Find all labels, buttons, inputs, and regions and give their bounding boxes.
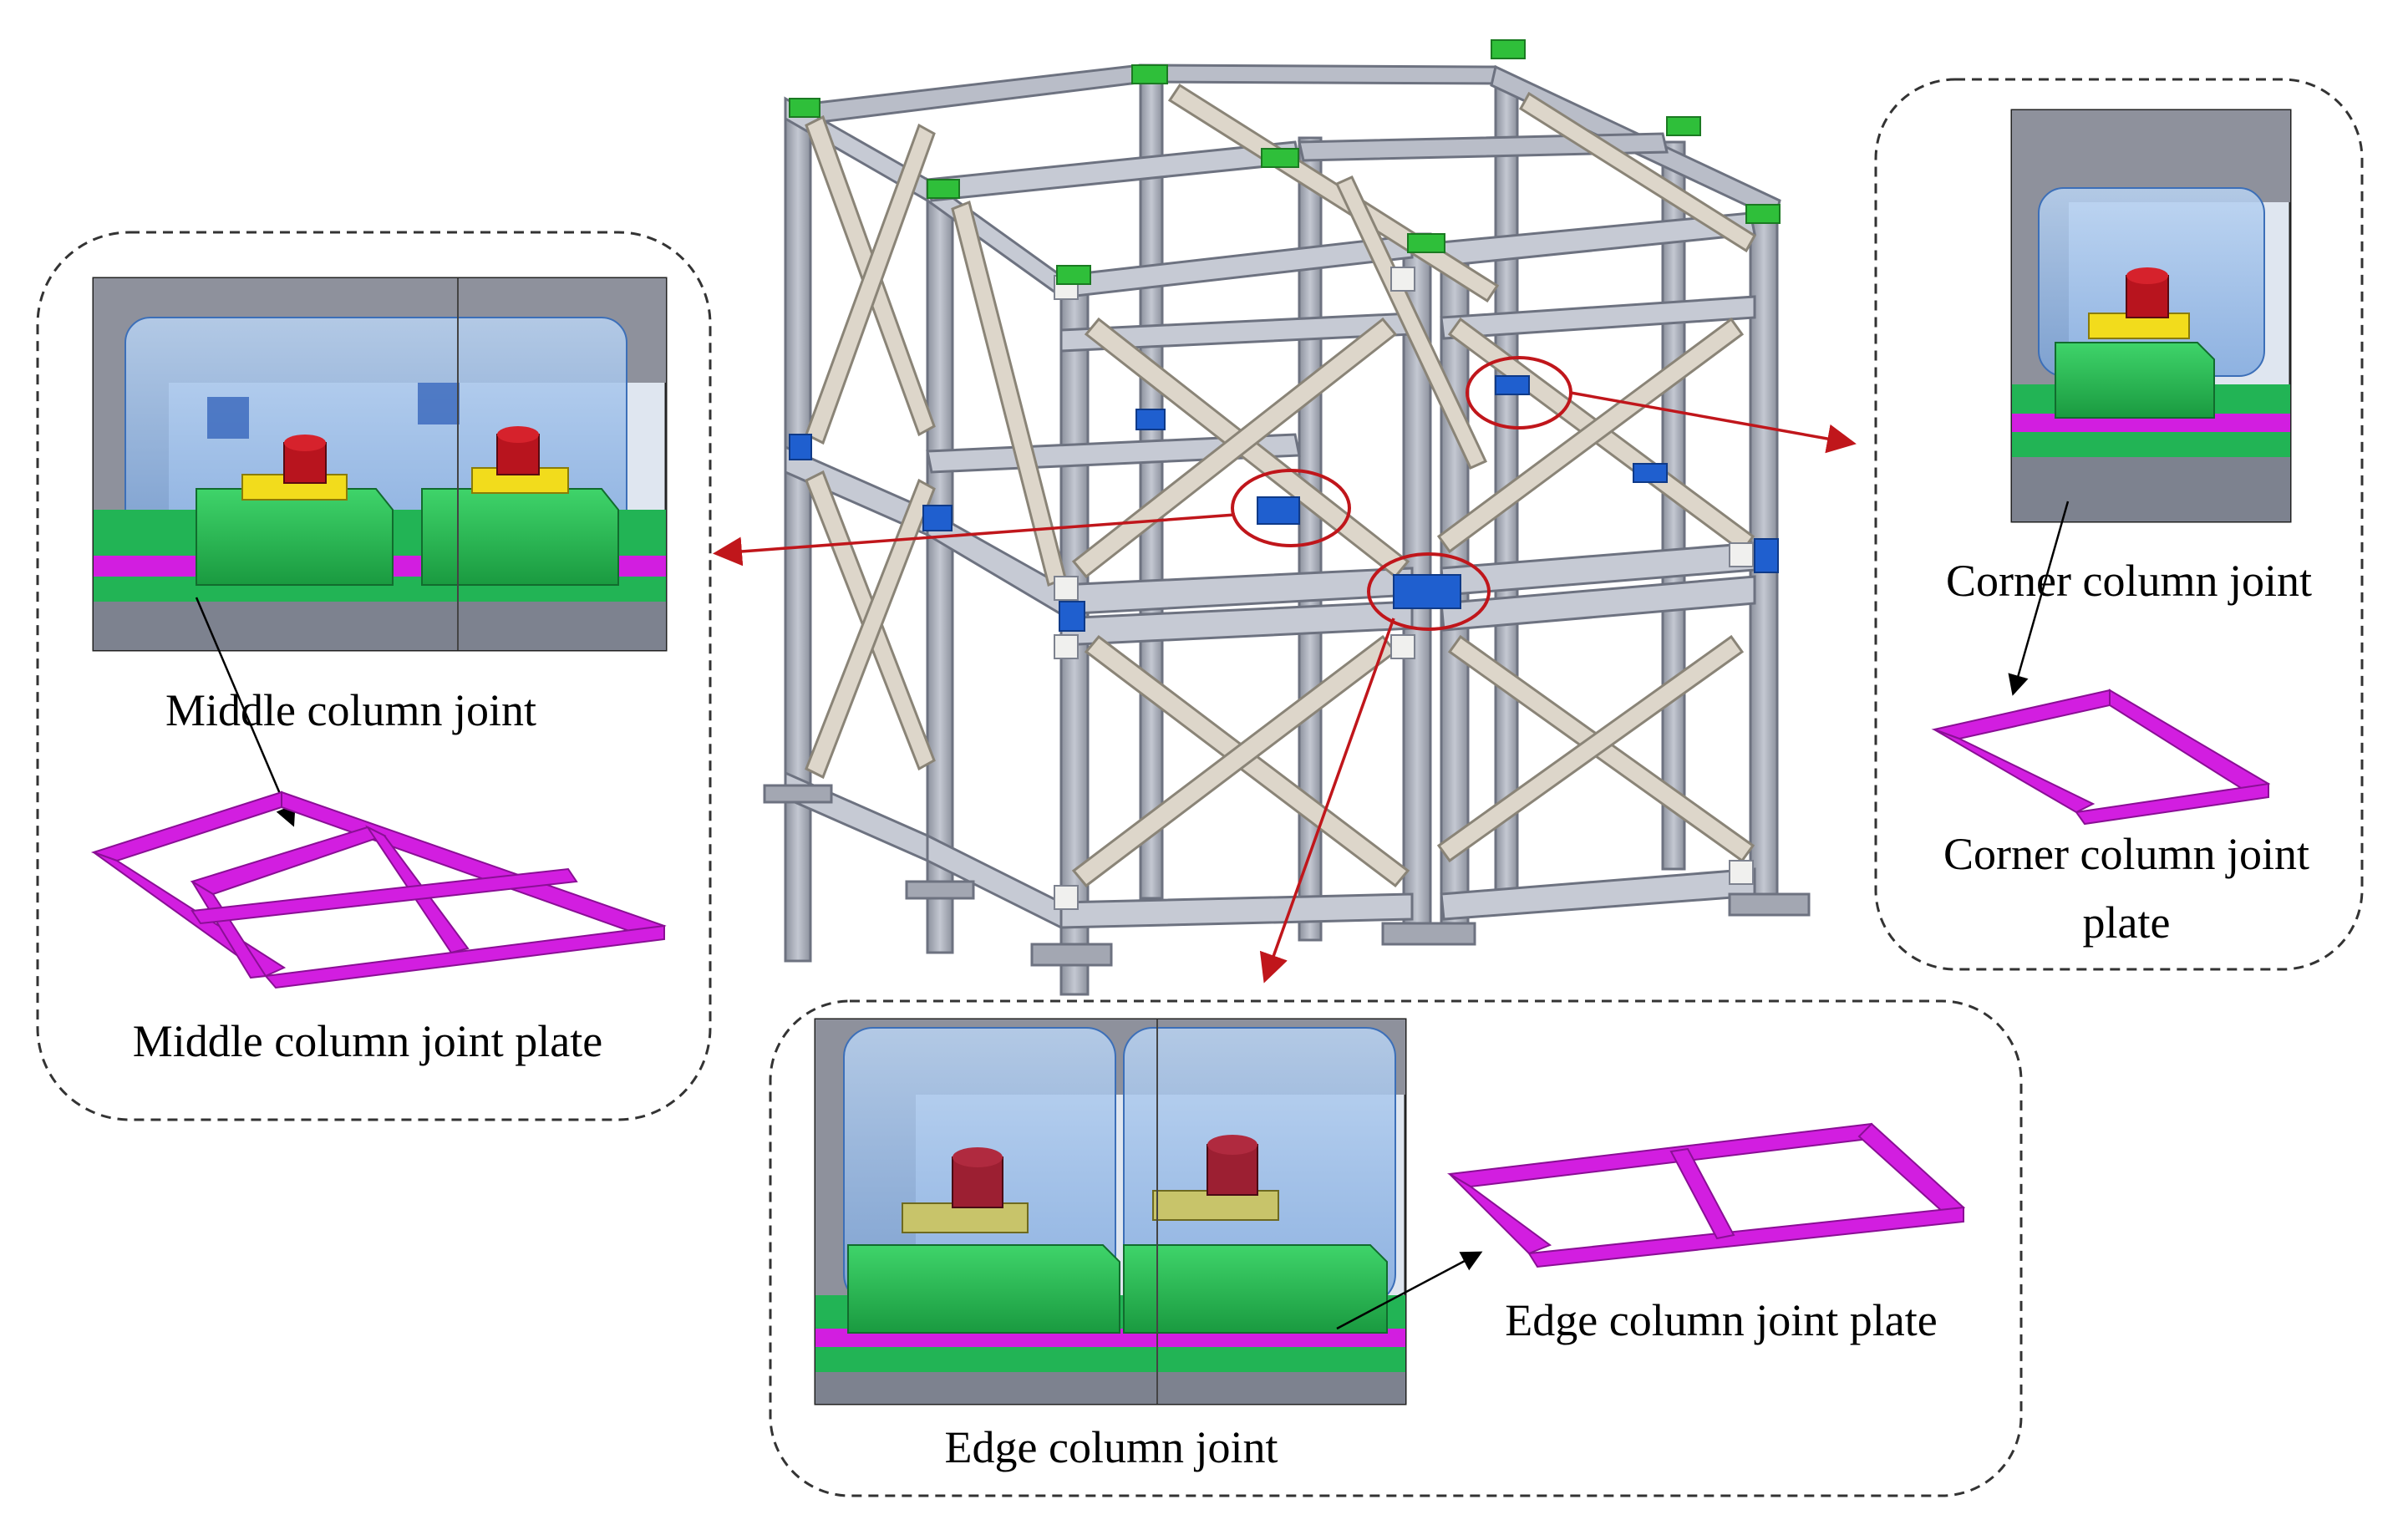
middle-column-joint-plate-label: Middle column joint plate (133, 1016, 602, 1066)
edge-column-callout: Edge column joint Edge column joint plat… (769, 999, 2023, 1497)
corner-pointer-arrow (2008, 501, 2070, 696)
edge-column-joint-label: Edge column joint (945, 1422, 1278, 1472)
middle-column-joint-label: Middle column joint (165, 685, 536, 735)
edge-pointer-arrow (1336, 1251, 1483, 1330)
edge-column-joint-plate-icon (1446, 1122, 1966, 1268)
modular-steel-frame (713, 39, 1857, 996)
middle-pointer-arrow (195, 597, 296, 827)
corner-column-joint-label: Corner column joint (1946, 556, 2312, 606)
top-connector-icons (789, 39, 1781, 285)
corner-column-joint-render (2010, 109, 2292, 523)
edge-column-joint-render (814, 1018, 1407, 1405)
mid-connector-icons (789, 375, 1779, 632)
middle-column-joint-render (92, 277, 668, 652)
corner-column-callout: Corner column joint Corner column joint … (1874, 78, 2364, 971)
corner-column-joint-plate-label-line2: plate (2083, 897, 2171, 948)
corner-column-joint-plate-icon (1931, 689, 2271, 826)
corner-column-joint-plate-label-line1: Corner column joint (1943, 829, 2309, 879)
callout-arrows (713, 391, 1857, 984)
edge-column-joint-plate-label: Edge column joint plate (1505, 1295, 1937, 1345)
middle-column-callout: Middle column joint Middle column joint … (36, 231, 712, 1121)
middle-column-joint-plate-icon (90, 790, 667, 989)
